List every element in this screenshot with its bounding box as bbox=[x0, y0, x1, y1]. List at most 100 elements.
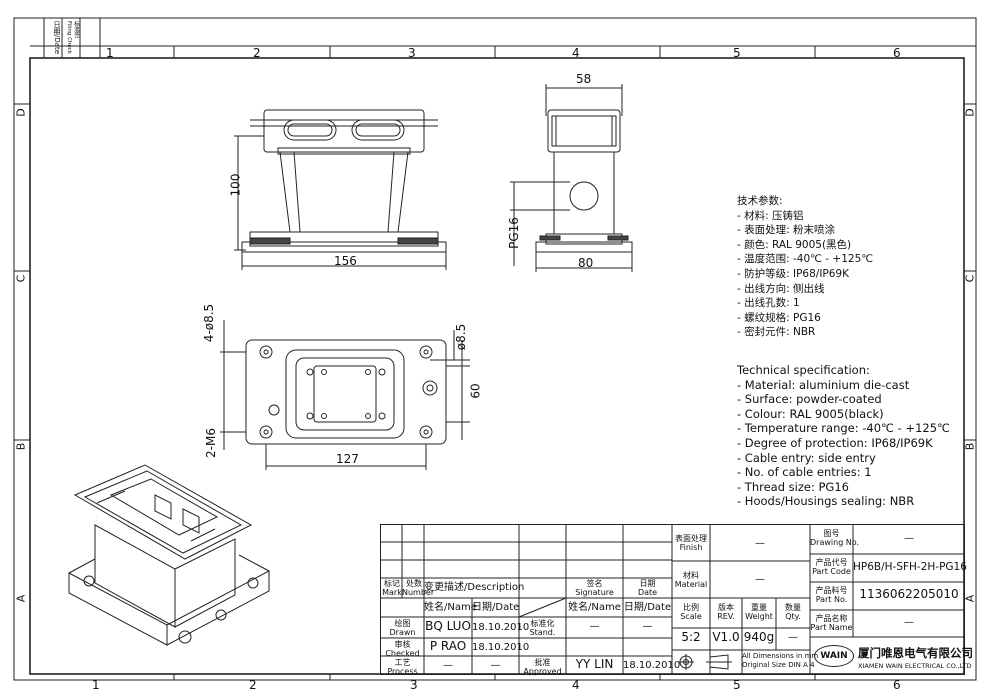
col-label-bottom: 2 bbox=[249, 678, 257, 692]
tb-drawn-label: 绘图 Drawn bbox=[389, 619, 416, 637]
tb-part-name-value: — bbox=[904, 617, 914, 628]
tb-number: 处数 Number bbox=[402, 579, 435, 597]
dim-side-thread: PG16 bbox=[506, 217, 521, 249]
tb-checked-label: 审核 Checked bbox=[385, 640, 420, 658]
col-label-bottom: 3 bbox=[410, 678, 418, 692]
tb-scale-value: 5:2 bbox=[681, 630, 701, 644]
tb-description: 变更描述/Description bbox=[424, 582, 525, 593]
tb-part-name-label: 产品名称 Part Name bbox=[810, 614, 853, 632]
tb-mark: 标记 Mark bbox=[382, 579, 402, 597]
tb-drawn-name: BQ LUO bbox=[425, 619, 471, 633]
tb-stand-value: — bbox=[589, 621, 600, 632]
row-label-right: D bbox=[963, 108, 977, 117]
dim-side-width: 80 bbox=[578, 256, 594, 270]
spec-en-line: - Surface: powder-coated bbox=[737, 392, 882, 407]
dim-front-width: 156 bbox=[334, 254, 357, 268]
col-label-bottom: 4 bbox=[572, 678, 580, 692]
projection-symbol-icon bbox=[678, 654, 732, 670]
dim-top-height: 60 bbox=[468, 383, 483, 399]
dim-side-top: 58 bbox=[576, 72, 592, 86]
spec-en-line: - Temperature range: -40℃ - +125℃ bbox=[737, 421, 950, 436]
tb-material-value: — bbox=[755, 574, 765, 585]
col-label: 5 bbox=[733, 46, 741, 60]
col-label: 4 bbox=[572, 46, 580, 60]
company-name-cn: 厦门唯恩电气有限公司 bbox=[858, 646, 973, 660]
tb-signature: 签名 Signature bbox=[575, 579, 614, 597]
tb-finish-label: 表面处理 Finish bbox=[675, 534, 707, 552]
row-label-right: C bbox=[963, 274, 977, 283]
row-label: B bbox=[14, 442, 28, 451]
tb-stand-value2: — bbox=[642, 621, 653, 632]
title-block-grid bbox=[380, 524, 965, 675]
col-label-bottom: 6 bbox=[893, 678, 901, 692]
col-label: 3 bbox=[408, 46, 416, 60]
tb-qty-value: — bbox=[788, 632, 798, 643]
spec-cn-line: - 材料: 压铸铝 bbox=[737, 209, 804, 222]
tb-process-date: — bbox=[490, 660, 501, 671]
spec-en-line: - Cable entry: side entry bbox=[737, 450, 876, 465]
company-logo: WAIN bbox=[814, 645, 854, 667]
tb-date-header-3: 日期/Date bbox=[623, 602, 672, 613]
side-view-drawing bbox=[510, 84, 633, 272]
col-label: 2 bbox=[253, 46, 261, 60]
front-view-drawing bbox=[234, 109, 447, 270]
date-stamp-label: 日期/Date bbox=[53, 21, 61, 55]
tb-process-label: 工艺 Process bbox=[387, 658, 418, 676]
tb-weight-label: 重量 Weight bbox=[745, 603, 773, 621]
spec-cn-title: 技术参数: bbox=[737, 195, 783, 207]
row-label-right: A bbox=[963, 594, 977, 603]
check-stamp-label: 标准签 Filing Check bbox=[66, 21, 79, 54]
tb-rev-value: V1.0 bbox=[712, 630, 740, 644]
col-label-bottom: 5 bbox=[733, 678, 741, 692]
tb-approved-date: 18.10.2010 bbox=[623, 660, 681, 671]
spec-cn-line: - 螺纹规格: PG16 bbox=[737, 311, 821, 324]
dim-top-holes: 4-ø8.5 bbox=[202, 303, 217, 343]
spec-en-line: - Thread size: PG16 bbox=[737, 479, 849, 494]
row-label: C bbox=[14, 274, 28, 283]
spec-en-line: - Colour: RAL 9005(black) bbox=[737, 406, 884, 421]
tb-checked-date: 18.10.2010 bbox=[472, 642, 530, 653]
tb-part-no-value: 1136062205010 bbox=[859, 587, 959, 601]
col-label: 6 bbox=[893, 46, 901, 60]
tb-qty-label: 数量 Qty. bbox=[785, 603, 801, 621]
row-label: A bbox=[14, 594, 28, 603]
spec-cn-line: - 防护等级: IP68/IP69K bbox=[737, 267, 850, 280]
spec-en-line: - Degree of protection: IP68/IP69K bbox=[737, 435, 933, 450]
tb-drawing-no-value: — bbox=[904, 533, 914, 544]
tb-process-name: — bbox=[443, 660, 453, 671]
tb-part-code-label: 产品代号 Part Code bbox=[812, 558, 851, 576]
dim-top-thread: 2-M6 bbox=[203, 428, 218, 458]
dim-top-width: 127 bbox=[336, 452, 359, 466]
tb-material-label: 材料 Material bbox=[674, 571, 708, 589]
spec-cn-block: 技术参数: - 材料: 压铸铝 - 表面处理: 粉末喷涂 - 颜色: RAL 9… bbox=[737, 194, 873, 340]
tb-finish-value: — bbox=[755, 538, 765, 549]
tb-checked-name: P RAO bbox=[429, 639, 467, 653]
spec-cn-line: - 密封元件: NBR bbox=[737, 326, 816, 339]
tb-approved-label: 批准 Approved bbox=[523, 658, 562, 676]
col-label: 1 bbox=[106, 46, 114, 60]
spec-en-block: Technical specification: - Material: alu… bbox=[737, 363, 950, 509]
spec-cn-line: - 温度范围: -40℃ - +125℃ bbox=[737, 253, 874, 266]
spec-en-title: Technical specification: bbox=[737, 363, 870, 377]
tb-date-header: 日期 Date bbox=[637, 579, 658, 597]
tb-name-header-2: 姓名/Name bbox=[568, 602, 621, 613]
isometric-view-drawing bbox=[68, 464, 270, 646]
tb-weight-value: 940g bbox=[743, 630, 775, 644]
row-label-right: B bbox=[963, 442, 977, 451]
row-label: D bbox=[14, 108, 28, 117]
tb-part-code-value: HP6B/H-SFH-2H-PG16 bbox=[853, 561, 967, 573]
dim-front-height: 100 bbox=[228, 173, 243, 197]
tb-rev-label: 版本 REV. bbox=[717, 603, 735, 621]
spec-cn-line: - 出线孔数: 1 bbox=[737, 297, 800, 310]
tb-drawing-no-label: 图号 Drawing No. bbox=[810, 529, 860, 547]
dim-top-bore: ø8.5 bbox=[454, 323, 469, 351]
spec-cn-line: - 颜色: RAL 9005(黑色) bbox=[737, 238, 852, 251]
col-label-bottom: 1 bbox=[92, 678, 100, 692]
tb-name-header: 姓名/Name bbox=[424, 602, 477, 613]
tb-drawn-date: 18.10.2010 bbox=[472, 622, 530, 633]
spec-cn-line: - 出线方向: 侧出线 bbox=[737, 282, 825, 295]
spec-en-line: - No. of cable entries: 1 bbox=[737, 465, 872, 480]
tb-approved-name: YY LIN bbox=[575, 657, 614, 671]
tb-stand-label: 标准化 Stand. bbox=[529, 619, 556, 637]
tb-dims-note: All Dimensions in mm Original Size DIN A… bbox=[742, 652, 819, 669]
